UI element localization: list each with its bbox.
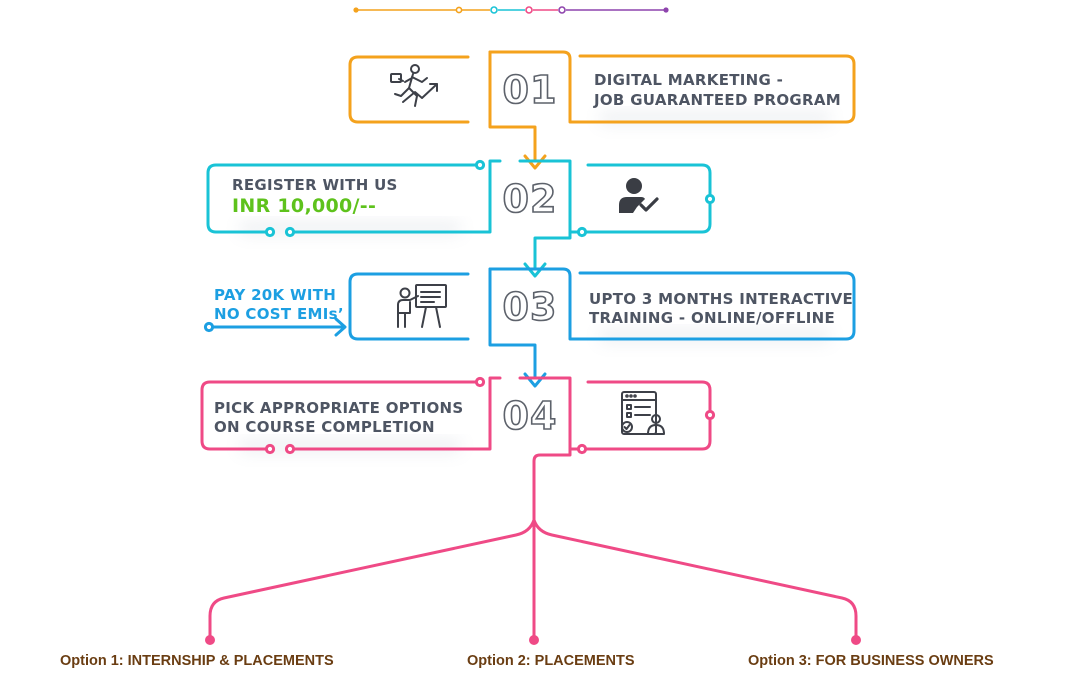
step-4-frame (200, 376, 716, 522)
option-1-node (205, 635, 215, 645)
step-4-number: 04 (502, 393, 558, 439)
step-2-price: INR 10,000/-- (232, 195, 377, 217)
option-3-node (851, 635, 861, 645)
step-3-title-line-1: UPTO 3 MONTHS INTERACTIVE (589, 290, 854, 308)
top-divider (353, 6, 669, 14)
user-check-icon (619, 178, 659, 213)
option-3-label: Option 3: FOR BUSINESS OWNERS (748, 653, 994, 669)
checklist-user-icon (621, 391, 665, 435)
step-3-emi-line-2: NO COST EMIs’ (214, 305, 344, 323)
presenter-board-icon (397, 284, 447, 328)
options-branch (208, 518, 858, 638)
step-1-number: 01 (502, 67, 558, 113)
step-1-title-line-1: DIGITAL MARKETING - (594, 71, 784, 89)
option-1-label: Option 1: INTERNSHIP & PLACEMENTS (60, 653, 334, 669)
step-1-frame (348, 50, 856, 170)
step-2-number: 02 (502, 176, 558, 222)
step-1-title-line-2: JOB GUARANTEED PROGRAM (594, 91, 842, 109)
running-businessman-growth-arrow-icon (390, 64, 438, 107)
step-3-emi-line-1: PAY 20K WITH (214, 286, 337, 304)
step-4-title-line-1: PICK APPROPRIATE OPTIONS (214, 399, 464, 417)
step-3-number: 03 (502, 284, 558, 330)
step-2-title: REGISTER WITH US (232, 176, 398, 194)
step-3-title-line-2: TRAINING - ONLINE/OFFLINE (589, 309, 836, 327)
option-2-node (529, 635, 539, 645)
step-4-title-line-2: ON COURSE COMPLETION (214, 418, 435, 436)
option-2-label: Option 2: PLACEMENTS (467, 653, 635, 669)
